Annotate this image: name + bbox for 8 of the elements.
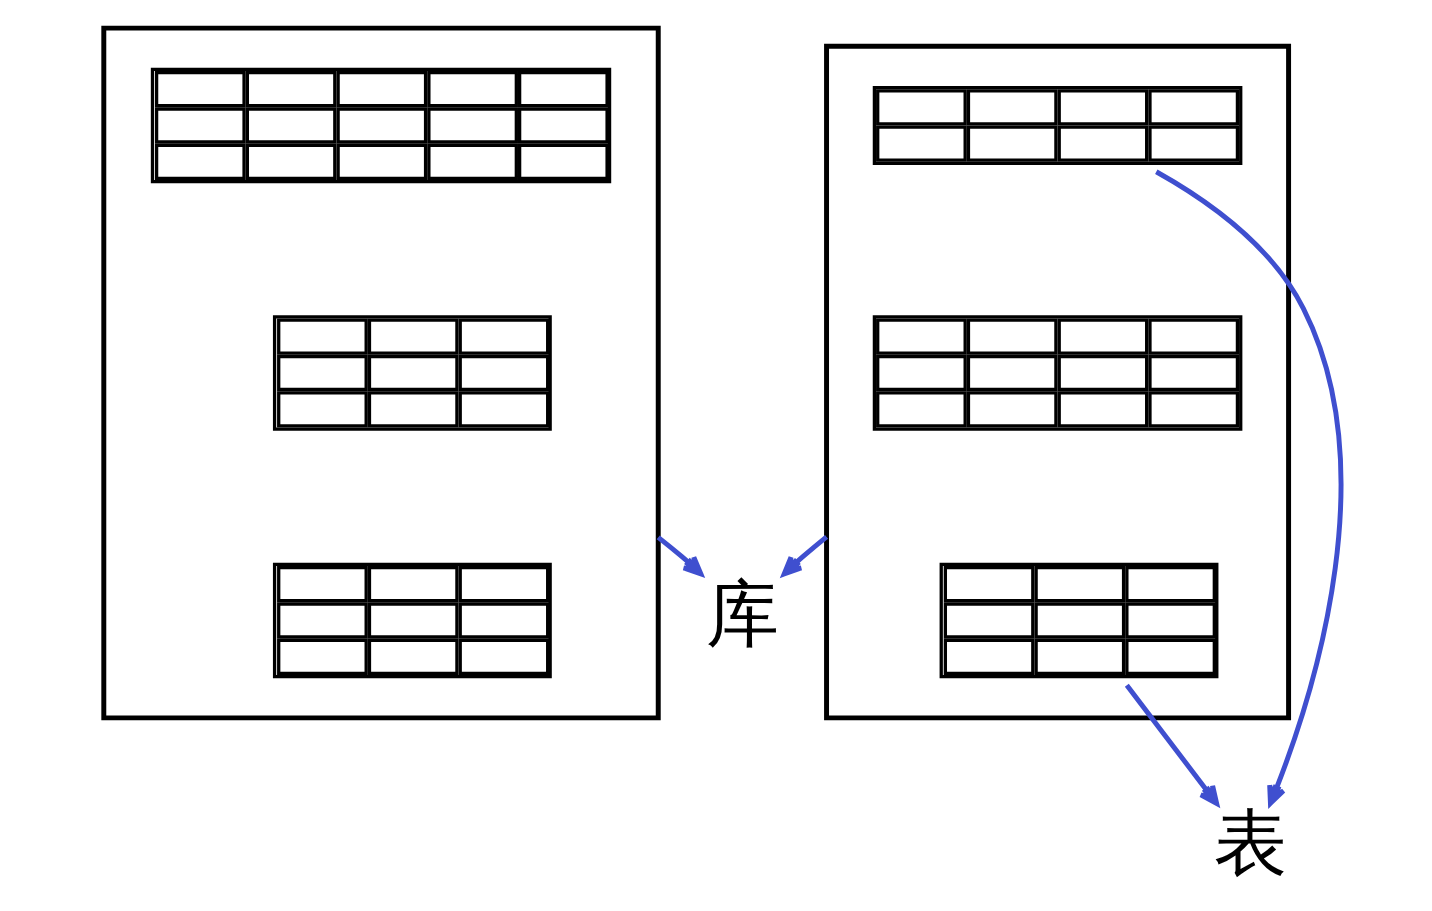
cluster: [824, 43, 1292, 721]
arrow: [1124, 683, 1220, 806]
cluster: [101, 25, 661, 721]
arrow: [1155, 169, 1344, 806]
node-text: 表: [1214, 801, 1288, 886]
arrow: [781, 534, 829, 577]
node-text: 库: [705, 571, 779, 656]
arrow: [656, 535, 704, 577]
